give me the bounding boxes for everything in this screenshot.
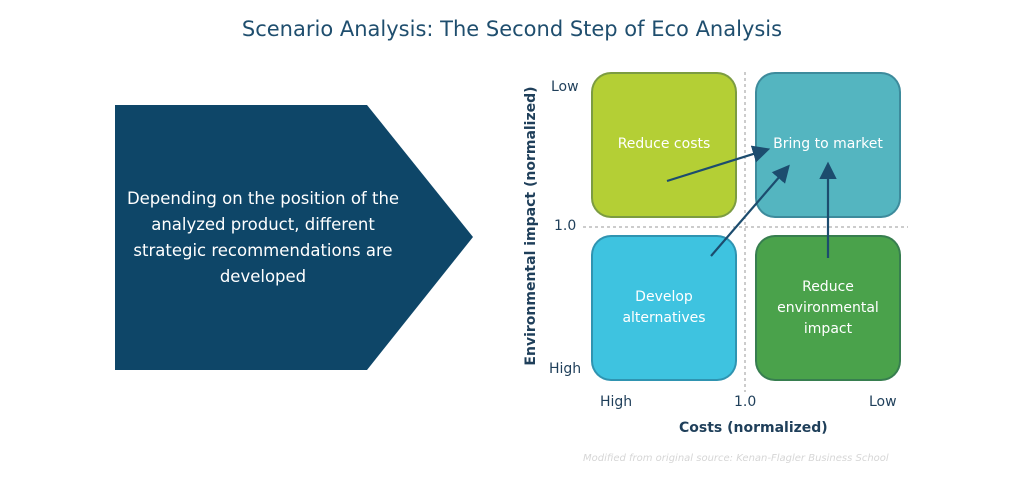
quadrant-label: Reduce environmental impact: [777, 278, 879, 337]
quadrant-label: Develop alternatives: [622, 289, 706, 326]
y-axis-title: Environmental impact (normalized): [523, 86, 539, 366]
quadrant-reduce-costs: Reduce costs: [591, 72, 737, 218]
x-axis-left-label: High: [600, 394, 633, 410]
arrow-reduce-costs-to-market: [666, 145, 771, 183]
x-axis-title: Costs (normalized): [679, 420, 828, 436]
pentagon-arrow-icon: [115, 105, 473, 370]
quadrant-reduce-environmental-impact: Reduce environmental impact: [755, 235, 901, 381]
x-axis-right-label: Low: [869, 394, 897, 410]
y-axis-mid-label: 1.0: [554, 218, 577, 234]
quadrant-develop-alternatives: Develop alternatives: [591, 235, 737, 381]
quadrant-bring-to-market: Bring to market: [755, 72, 901, 218]
quadrant-label: Bring to market: [773, 135, 883, 152]
callout-text: Depending on the position of the analyze…: [126, 188, 400, 286]
source-note: Modified from original source: Kenan-Fla…: [583, 453, 889, 464]
y-axis-top-label: Low: [551, 79, 579, 95]
callout-arrow-shape: Depending on the position of the analyze…: [115, 105, 475, 370]
page-title: Scenario Analysis: The Second Step of Ec…: [241, 17, 783, 41]
x-axis-mid-label: 1.0: [734, 394, 757, 410]
quadrant-label: Reduce costs: [617, 135, 711, 152]
y-axis-bottom-label: High: [549, 361, 582, 377]
arrow-develop-alternatives-to-market: [710, 164, 790, 257]
pentagon-shape: [115, 105, 473, 370]
